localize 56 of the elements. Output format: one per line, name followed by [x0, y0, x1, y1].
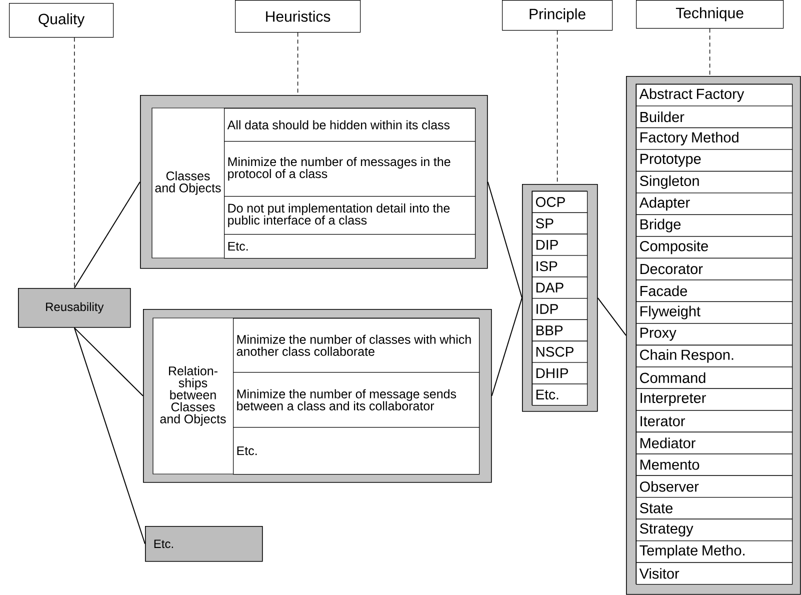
- table-row: State: [636, 497, 793, 520]
- table-row: DIP: [532, 234, 588, 256]
- table-row: Etc.: [233, 427, 480, 475]
- table-row: OCP: [532, 191, 588, 213]
- table-row: Bridge: [636, 214, 793, 237]
- table-row: Template Metho.: [636, 540, 793, 563]
- table-row: Do not put implementation detail into the public interface of a class: [224, 196, 476, 235]
- table-row: Command: [636, 366, 793, 389]
- heading-box: Principle: [502, 0, 613, 31]
- connector-line: [74, 181, 140, 288]
- table-row: Singleton: [636, 171, 793, 194]
- connector-line: [74, 327, 146, 544]
- table-row: Composite: [636, 236, 793, 258]
- table-row: Flyweight: [636, 301, 793, 324]
- table-row: Visitor: [636, 562, 793, 585]
- dashed-connector: [709, 28, 710, 76]
- connector-line: [74, 327, 144, 396]
- connector-line: [487, 181, 522, 298]
- table-row: Prototype: [636, 149, 793, 172]
- table-row: DHIP: [532, 362, 588, 384]
- table-row: Memento: [636, 454, 793, 476]
- table-row: Adapter: [636, 192, 793, 215]
- heading-box: Quality: [9, 3, 114, 38]
- table-row: Strategy: [636, 518, 793, 542]
- table-row: Factory Method: [636, 128, 793, 150]
- table-row: Minimize the number of classes with which another class collaborate: [233, 318, 480, 373]
- heading-box: Technique: [636, 0, 784, 29]
- table-row: Observer: [636, 475, 793, 498]
- quality-box: Etc.: [145, 526, 263, 562]
- table-row: Builder: [636, 106, 793, 128]
- connector-line: [491, 297, 522, 396]
- table-row: Etc.: [532, 384, 588, 406]
- table-row: Iterator: [636, 410, 793, 432]
- table-row: Minimize the number of messages in the protocol of a class: [224, 141, 476, 197]
- table-row: All data should be hidden within its class: [224, 108, 476, 142]
- heading-box: Heuristics: [235, 0, 361, 33]
- table-row: Facade: [636, 280, 793, 302]
- table-row: ISP: [532, 255, 588, 278]
- table-row: Etc.: [224, 234, 476, 259]
- table-row: DAP: [532, 276, 588, 299]
- quality-box: Reusability: [18, 288, 131, 328]
- table-row: IDP: [532, 298, 588, 320]
- dashed-connector: [74, 37, 75, 288]
- table-row: Proxy: [636, 323, 793, 346]
- dashed-connector: [297, 32, 298, 96]
- table-row: NSCP: [532, 340, 588, 363]
- table-row: Mediator: [636, 432, 793, 454]
- table-row: Interpreter: [636, 388, 793, 411]
- table-row: BBP: [532, 319, 588, 342]
- table-row: Chain Respon.: [636, 344, 793, 368]
- table-row: Decorator: [636, 258, 793, 280]
- table-row: Abstract Factory: [636, 84, 793, 106]
- table-row: SP: [532, 212, 588, 234]
- table-row: Minimize the number of message sends between a class and its collaborator: [233, 372, 480, 428]
- dashed-connector: [556, 30, 558, 184]
- connector-line: [597, 297, 626, 336]
